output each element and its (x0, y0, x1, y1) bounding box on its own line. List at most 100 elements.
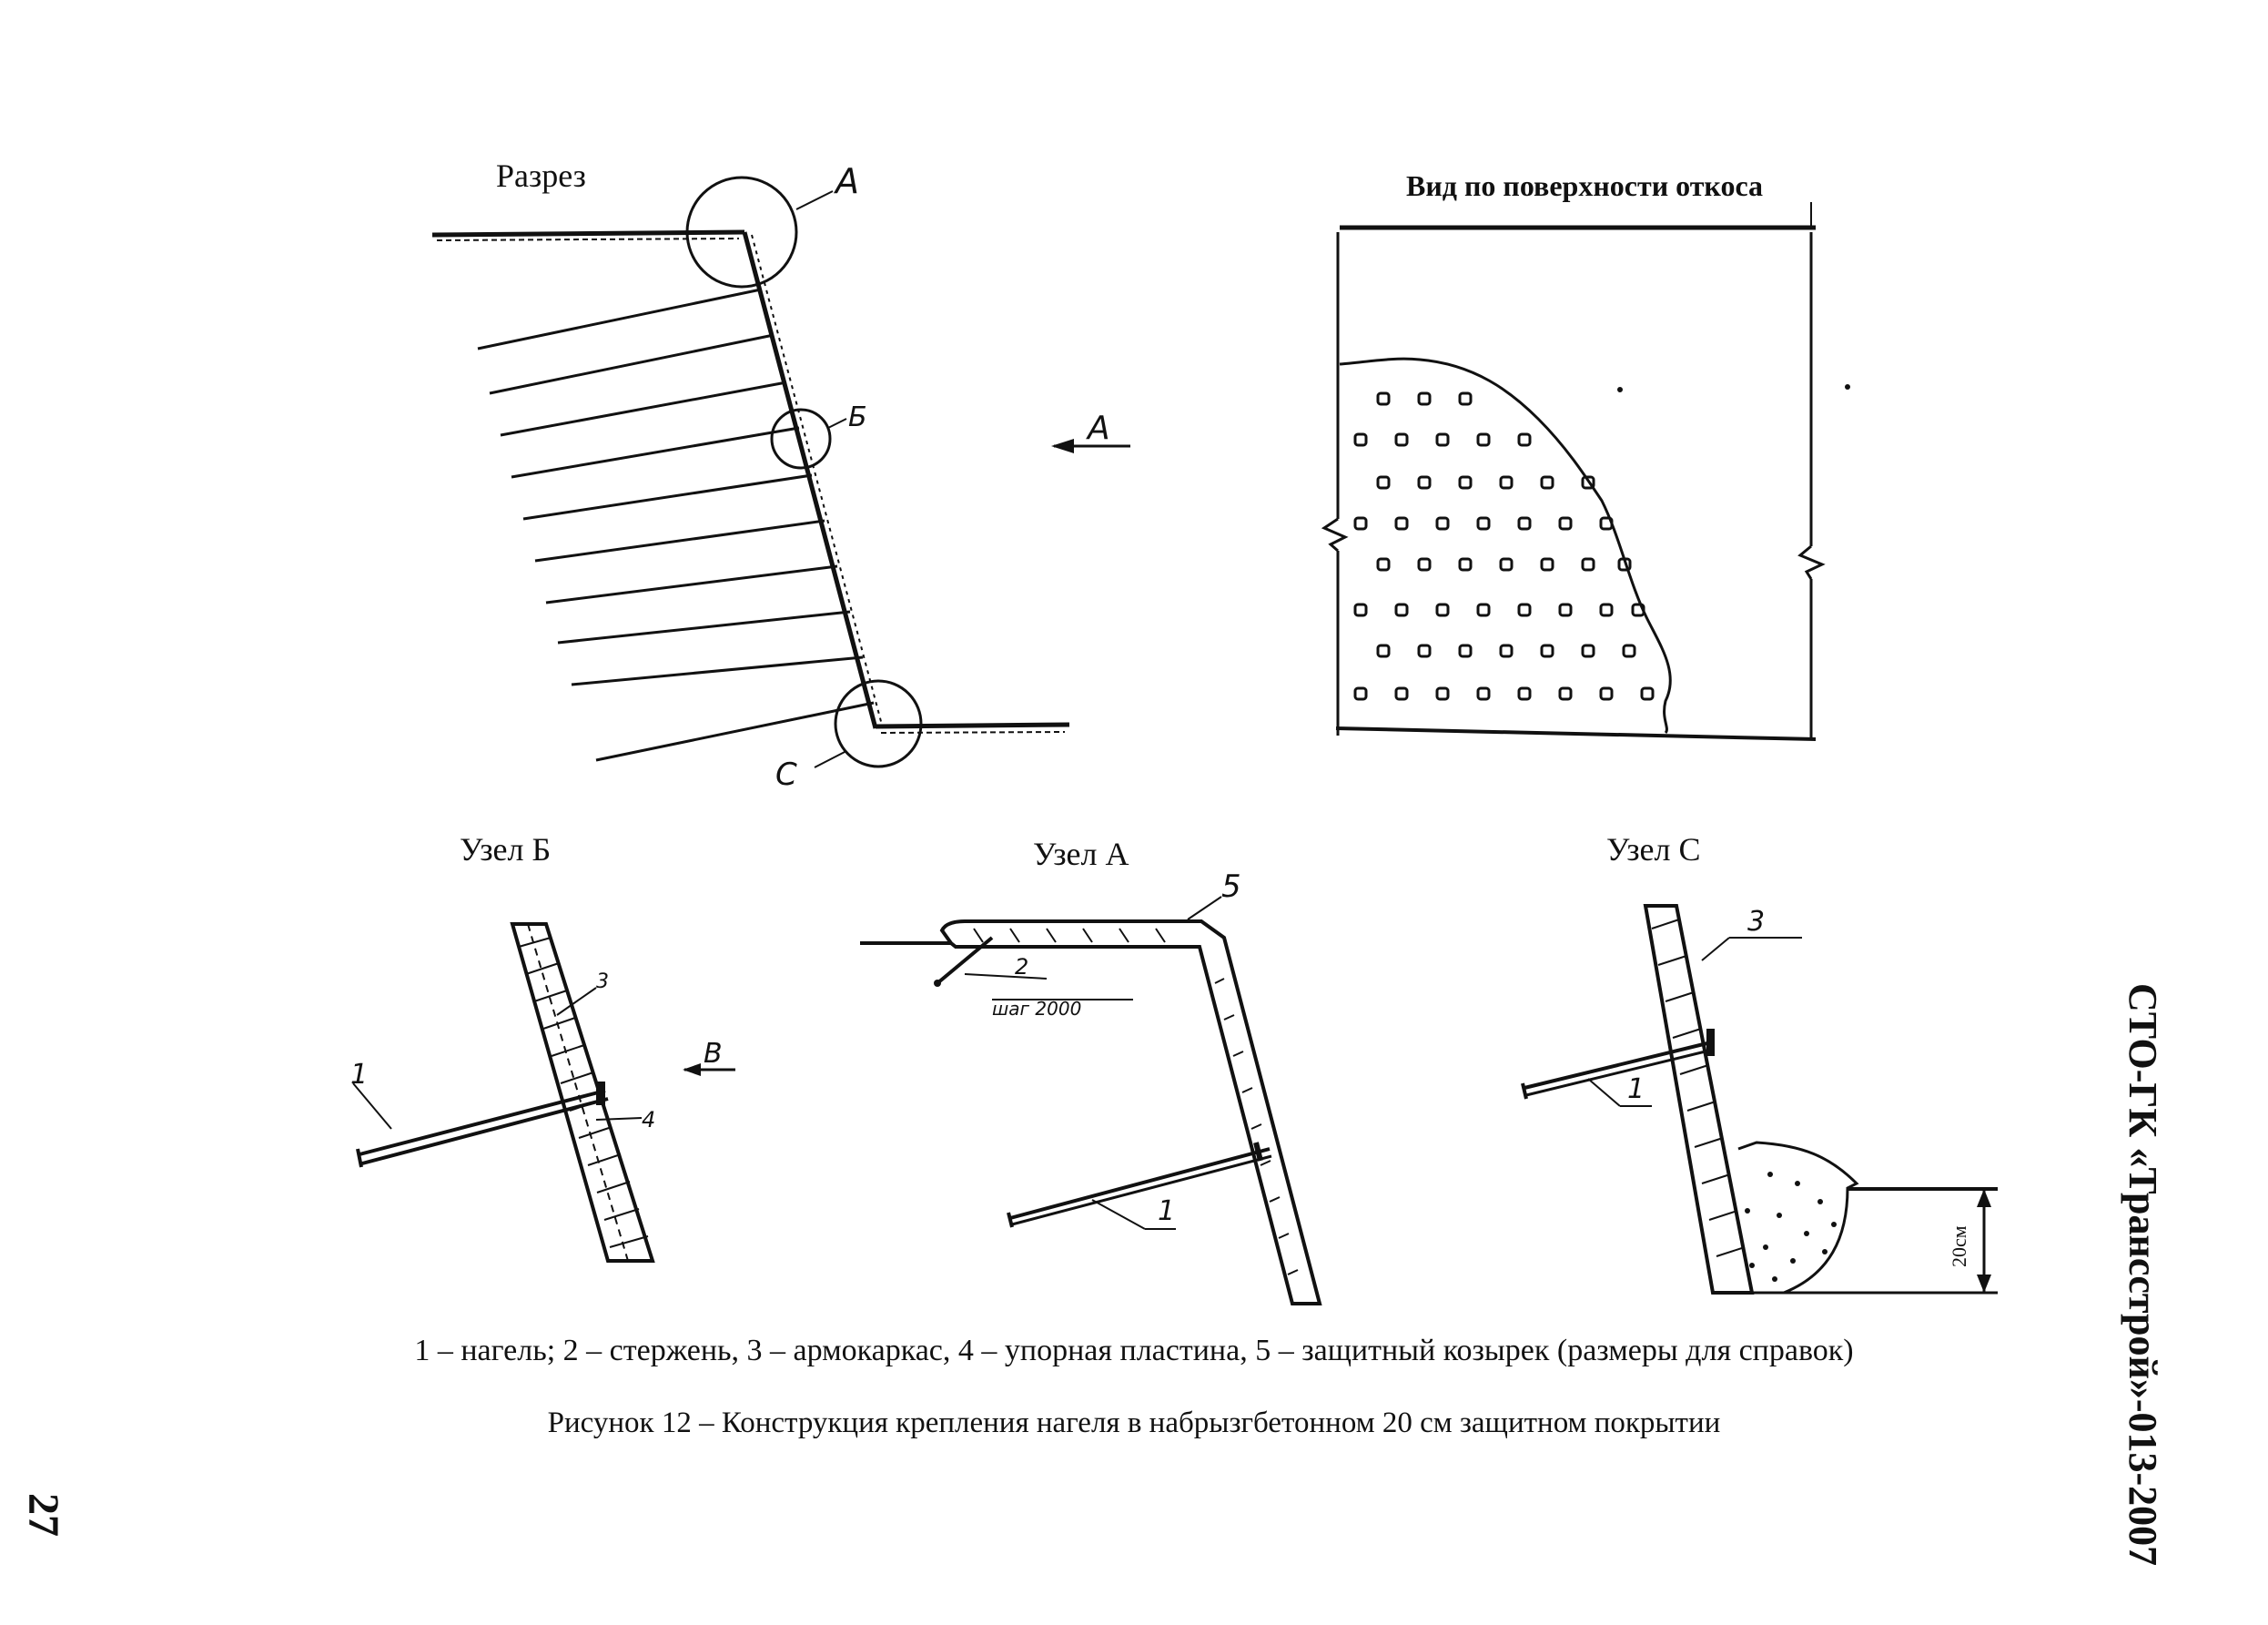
figure-legend: 1 – нагель; 2 – стержень, 3 – армокаркас… (414, 1334, 1854, 1367)
node-a-nail-end (1007, 1212, 1014, 1228)
nail-head (1517, 432, 1532, 447)
node-a-pitch: шаг 2000 (992, 998, 1081, 1020)
nail-head (1499, 644, 1514, 658)
view-arrow-label: А (1086, 410, 1110, 447)
view-arrow-head (1051, 439, 1074, 453)
nail-line (477, 288, 762, 350)
bottom-ground-hatch (880, 731, 1066, 734)
node-b-view-arrow-label: В (704, 1038, 723, 1070)
nail-head (1631, 603, 1645, 617)
node-b-detail: Узел Б 1 3 4 В (350, 831, 735, 1263)
nail-head (1499, 475, 1514, 490)
node-b-title: Узел Б (460, 831, 551, 868)
node-a-leader-1 (1091, 1199, 1146, 1230)
node-a-callout-2: 2 (1015, 954, 1028, 980)
bottom-ground-line (875, 722, 1070, 729)
nail-head (1599, 516, 1614, 531)
nail-head (1376, 391, 1391, 406)
nail-head (1558, 603, 1573, 617)
surface-bottom-edge (1335, 726, 1817, 741)
nail-line (545, 564, 838, 604)
node-b-view-arrow-head (683, 1063, 701, 1076)
surface-right-break (1797, 544, 1826, 580)
nail-head (1517, 686, 1532, 701)
node-c-hatch (1651, 919, 1746, 1257)
nail-head (1376, 475, 1391, 490)
node-b-leader-3 (556, 987, 597, 1016)
nail-head (1617, 557, 1632, 572)
nail-head (1622, 644, 1636, 658)
nail-head (1517, 603, 1532, 617)
nail-head (1353, 686, 1368, 701)
node-b-plate (596, 1082, 605, 1105)
nail-head (1435, 432, 1450, 447)
node-c-leader-3 (1701, 937, 1730, 961)
section-title: Разрез (496, 157, 586, 194)
node-a-detail: Узел А 2 шаг 2000 5 1 (860, 836, 1322, 1305)
node-c-toe-fill (1745, 1172, 1837, 1282)
nail-line (557, 610, 851, 645)
nail-head (1640, 686, 1655, 701)
nail-head (1581, 557, 1595, 572)
nail-line (571, 655, 864, 686)
slope-face-coating (751, 234, 884, 729)
nail-head (1376, 557, 1391, 572)
node-a-rod-end (934, 980, 941, 987)
nail-head (1435, 603, 1450, 617)
surface-left-break (1321, 517, 1349, 553)
nail-head (1435, 516, 1450, 531)
surface-view-title: Вид по поверхности откоса (1406, 169, 1763, 202)
nail-head (1353, 603, 1368, 617)
nail-head (1476, 516, 1491, 531)
nail-head (1417, 391, 1432, 406)
node-c-callout-3: 3 (1747, 906, 1765, 938)
node-a-canopy (939, 919, 1322, 1305)
node-a-rod (936, 936, 994, 985)
nail-head (1540, 557, 1554, 572)
node-a-nail-edge (1011, 1154, 1272, 1226)
node-a-circle (685, 176, 798, 289)
nail-head (1394, 516, 1409, 531)
section-nails (477, 288, 875, 762)
nail-head (1540, 475, 1554, 490)
node-c-callout-1: 1 (1627, 1073, 1645, 1105)
node-b-leader-1 (352, 1082, 392, 1130)
node-c-circle (834, 679, 923, 768)
node-c-nail (1524, 1041, 1712, 1090)
node-c-plate (1706, 1029, 1715, 1056)
speck (1617, 387, 1623, 392)
node-a-label: А (833, 161, 859, 201)
nail-line (534, 519, 825, 563)
nail-line (511, 426, 800, 479)
node-b-leader (827, 418, 847, 429)
node-a-nail (1009, 1147, 1271, 1220)
nail-head (1376, 644, 1391, 658)
nail-head (1599, 603, 1614, 617)
nail-head (1394, 432, 1409, 447)
node-c-nail-end (1521, 1082, 1528, 1100)
node-a-leader (795, 190, 834, 210)
top-ground-line (431, 229, 745, 238)
node-c-dimension-label: 20см (1948, 1225, 1970, 1267)
nail-head (1394, 686, 1409, 701)
node-b-callout-3: 3 (596, 970, 609, 993)
node-b-leader-4 (595, 1117, 643, 1121)
node-a-leader-5 (1187, 896, 1222, 920)
nail-head (1581, 644, 1595, 658)
node-c-dimension-arrow-top (1977, 1189, 1991, 1207)
node-a-plate (1253, 1142, 1263, 1162)
nail-head (1558, 516, 1573, 531)
node-c-title: Узел С (1606, 831, 1701, 868)
node-c-detail: Узел С 1 3 20см (1521, 831, 1998, 1295)
nail-head (1476, 686, 1491, 701)
section-view: Разрез А Б С (431, 157, 1130, 793)
nail-head (1458, 391, 1473, 406)
node-b-nail-edge (361, 1097, 609, 1165)
surface-view: Вид по поверхности откоса (1321, 169, 1850, 741)
nail-head (1581, 475, 1595, 490)
page-number: 27 (19, 1493, 67, 1537)
nail-head (1435, 686, 1450, 701)
nail-head (1476, 432, 1491, 447)
nail-head (1417, 644, 1432, 658)
node-b-label: Б (848, 401, 867, 433)
